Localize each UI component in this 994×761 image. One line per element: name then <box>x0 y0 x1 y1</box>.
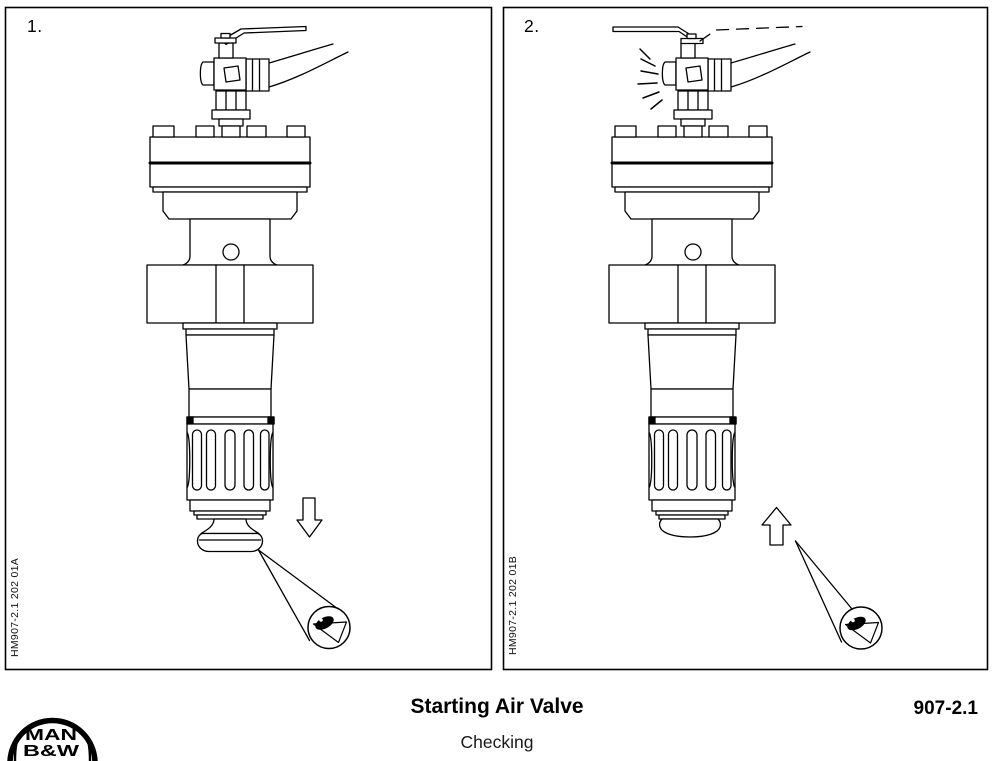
logo-text-man: MAN <box>25 727 77 744</box>
flange-bolt <box>195 125 215 138</box>
panel-2-frame <box>502 6 989 671</box>
union-nut <box>215 90 247 111</box>
figure-code-2: HM907-2.1 202 01B <box>507 555 519 655</box>
union-hex-nut <box>608 264 776 324</box>
page-title: Starting Air Valve <box>410 695 584 718</box>
air-hose <box>730 51 811 88</box>
man-bw-logo: MAN B&W <box>7 717 98 761</box>
air-hose <box>268 43 334 64</box>
vent-port <box>661 61 677 86</box>
valve-head <box>196 532 264 553</box>
neck-hole <box>222 243 240 261</box>
step-2-details <box>612 25 853 643</box>
cage-slot <box>224 429 236 491</box>
flange-bolt <box>286 125 306 138</box>
ball-valve-handle <box>221 25 307 46</box>
handle-previous-position <box>699 25 803 42</box>
hose-coupling-nut <box>245 58 270 92</box>
cage-slot <box>259 429 270 491</box>
cage-slot <box>243 429 255 491</box>
cage-slot <box>191 429 203 491</box>
logo-arch <box>7 717 98 761</box>
air-spray-lines <box>639 48 651 60</box>
valve-body-drawing <box>608 42 811 520</box>
union-nut <box>677 90 709 111</box>
figure-code-1: HM907-2.1 202 01A <box>9 557 21 657</box>
viewing-cone <box>794 540 853 610</box>
air-spray-lines <box>640 58 656 67</box>
inspection-eye-icon <box>839 606 883 650</box>
union-hex-nut <box>146 264 314 324</box>
flange-bolt <box>657 125 677 138</box>
valve-diagram-step-1 <box>146 25 351 650</box>
air-spray-lines <box>650 99 663 110</box>
air-spray-lines <box>637 82 658 85</box>
flange-bolt <box>246 125 267 138</box>
step-number-1: 1. <box>27 16 43 36</box>
valve-body-drawing <box>146 42 349 520</box>
viewing-cone <box>794 540 843 643</box>
valve-diagram-step-2 <box>608 25 883 650</box>
step-number-2: 2. <box>524 16 540 36</box>
ball-valve-stem <box>218 42 234 59</box>
step-1-details <box>196 25 337 642</box>
cage-slot <box>686 429 698 491</box>
air-hose <box>268 51 349 88</box>
cage-slot <box>653 429 665 491</box>
hose-coupling-nut <box>707 58 732 92</box>
flange-bolt <box>221 125 241 138</box>
vent-port <box>199 61 215 86</box>
ball-valve-stem <box>680 42 696 59</box>
air-spray-lines <box>642 91 660 99</box>
cage-slot <box>205 429 217 491</box>
flange-bolt <box>152 125 175 138</box>
cage-slot <box>721 429 732 491</box>
flange-bolt <box>614 125 637 138</box>
arrow-down-icon <box>296 497 323 538</box>
arrow-up-icon <box>761 506 792 546</box>
flange-bolt <box>748 125 768 138</box>
page-subtitle: Checking <box>460 732 534 752</box>
air-spray-lines <box>640 70 659 75</box>
air-hose <box>730 43 796 64</box>
viewing-cone <box>257 549 337 609</box>
page-ref: 907-2.1 <box>913 698 978 719</box>
valve-head <box>658 518 722 538</box>
flange-bolt <box>708 125 729 138</box>
inspection-eye-icon <box>307 605 351 650</box>
cage-slot <box>705 429 717 491</box>
neck-hole <box>684 243 702 261</box>
viewing-cone <box>257 549 311 642</box>
cage-slot <box>667 429 679 491</box>
logo-text-bw: B&W <box>23 743 80 760</box>
flange-bolt <box>683 125 703 138</box>
